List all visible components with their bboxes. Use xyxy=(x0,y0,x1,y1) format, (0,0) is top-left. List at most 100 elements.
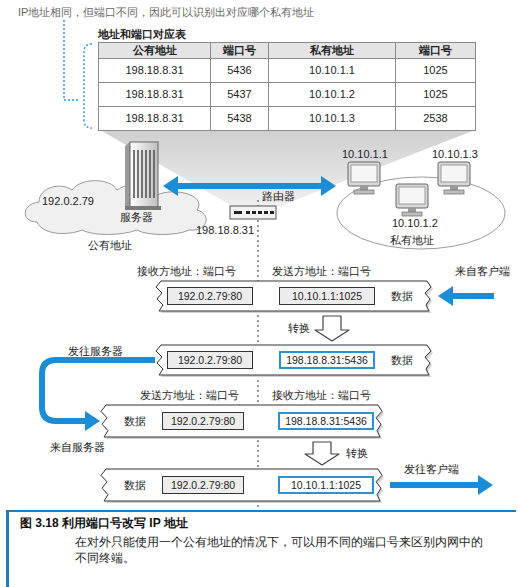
server-vent xyxy=(149,150,151,198)
address-box: 192.0.2.79:80 xyxy=(162,412,244,430)
node-label: 数据 xyxy=(124,415,146,428)
monitor-screen xyxy=(399,187,425,204)
node-label: 数据 xyxy=(124,479,146,492)
server-side xyxy=(125,142,130,210)
computer-icon: 10.10.1.2 xyxy=(390,184,438,230)
router-port xyxy=(246,211,250,214)
address-box-outline xyxy=(279,413,373,429)
node-label: 10.10.1.3 xyxy=(432,148,478,161)
conversion-arrow xyxy=(305,442,339,465)
table-header: 端口号 xyxy=(395,42,476,59)
server-vent xyxy=(145,150,147,198)
table-cell: 10.10.1.3 xyxy=(268,106,396,131)
connector-line xyxy=(42,360,155,421)
address-table: 地址和端口对应表公有地址端口号私有地址端口号198.18.8.31543610.… xyxy=(98,28,475,130)
address-box: 198.18.8.31:5436 xyxy=(279,351,375,369)
node-label: 数据 xyxy=(391,290,413,303)
field-header: 发送方地址：端口号 xyxy=(272,265,371,278)
router-port xyxy=(264,211,268,214)
direction-label: 来自服务器 xyxy=(50,441,105,454)
router-port xyxy=(258,211,262,214)
node-label: 服务器 xyxy=(120,211,153,224)
packet-outline xyxy=(101,469,382,501)
table-cell: 10.10.1.1 xyxy=(268,58,396,83)
caption-body: 在对外只能使用一个公有地址的情况下，可以用不同的端口号来区别内网中的不同终端。 xyxy=(75,534,490,566)
table-cell: 2538 xyxy=(395,106,476,131)
edge-label: 转换 xyxy=(288,322,310,335)
node-label: 10.10.1.1 xyxy=(342,148,388,161)
node-label: 路由器 xyxy=(262,190,295,203)
field-header: 发送方地址：端口号 xyxy=(140,389,239,402)
direction-label: 发往客户端 xyxy=(404,463,459,476)
address-box-outline xyxy=(280,288,375,305)
monitor-frame xyxy=(348,162,380,186)
callout-leader xyxy=(64,20,80,100)
address-box: 10.10.1.1:1025 xyxy=(279,287,375,305)
monitor-neck xyxy=(360,186,368,190)
router-port xyxy=(252,211,256,214)
public-network-cloud: 192.0.2.79公有地址服务器 xyxy=(15,140,215,252)
table-cell: 10.10.1.2 xyxy=(268,82,396,107)
router-port xyxy=(270,211,274,214)
computer-icon: 10.10.1.3 xyxy=(432,148,480,196)
cloud-outline xyxy=(25,181,206,235)
node-label: 地址和端口对应表 xyxy=(98,28,186,41)
router-port xyxy=(234,211,242,214)
computer-icon: 10.10.1.1 xyxy=(342,148,390,196)
edge-label: 转换 xyxy=(346,447,368,460)
monitor-base xyxy=(402,212,422,216)
node-label: 数据 xyxy=(391,354,413,367)
direction-label: 发往服务器 xyxy=(68,345,123,358)
table-cell: 198.18.8.31 xyxy=(98,106,211,131)
packet-band: 数据 192.0.2.79:80 198.18.8.31:5436 xyxy=(155,345,433,375)
arrow-head xyxy=(321,176,336,196)
table-cell: 198.18.8.31 xyxy=(98,58,211,83)
server-vent xyxy=(137,150,139,198)
callout-note: IP地址相同，但端口不同，因此可以识别出对应哪个私有地址 xyxy=(18,6,314,19)
incoming-arrow-head xyxy=(438,286,453,306)
address-box: 192.0.2.79:80 xyxy=(162,476,244,494)
direction-label: 来自客户端 xyxy=(455,265,510,278)
address-box: 192.0.2.79:80 xyxy=(167,351,253,369)
monitor-frame xyxy=(396,184,428,208)
address-box-outline xyxy=(163,413,244,430)
table-header: 端口号 xyxy=(210,42,269,59)
table-header: 私有地址 xyxy=(268,42,396,59)
connector-line xyxy=(176,183,323,189)
node-label: 192.0.2.79:80 xyxy=(167,351,253,369)
caption-bar xyxy=(6,511,9,587)
table-cell: 5438 xyxy=(210,106,269,131)
node-label: 192.0.2.79:80 xyxy=(162,412,244,430)
field-header: 接收方地址：端口号 xyxy=(137,265,236,278)
node-label: 私有地址 xyxy=(390,234,434,247)
address-box-outline xyxy=(163,477,244,494)
table-header: 公有地址 xyxy=(98,42,211,59)
network-outline xyxy=(337,177,505,249)
monitor-screen xyxy=(351,165,377,182)
node-label: 198.18.8.31:5436 xyxy=(278,412,374,430)
node-label: 192.0.2.79 xyxy=(42,195,94,208)
packet-outline xyxy=(156,281,431,311)
private-network: 私有地址10.10.1.110.10.1.310.10.1.2 xyxy=(336,176,506,250)
server-vent xyxy=(153,150,155,198)
server-vent xyxy=(133,150,135,198)
packet-band: 数据192.0.2.79:8010.10.1.1:1025 xyxy=(155,281,433,311)
monitor-base xyxy=(444,190,464,194)
node-label: 192.0.2.79:80 xyxy=(162,476,244,494)
table-cell: 5436 xyxy=(210,58,269,83)
figure-caption: 图 3.18 利用端口号改写 IP 地址 xyxy=(20,516,188,531)
connector xyxy=(42,360,155,431)
router-icon: 路由器198.18.8.31 xyxy=(196,190,286,238)
conversion-arrow xyxy=(315,316,349,341)
node-label: 198.18.8.31 xyxy=(196,224,254,237)
monitor-screen xyxy=(441,165,467,182)
table-cell: 198.18.8.31 xyxy=(98,82,211,107)
packet-band: 数据192.0.2.79:8010.10.1.1:1025 xyxy=(100,469,384,501)
table-cell: 1025 xyxy=(395,58,476,83)
connector xyxy=(305,442,339,465)
arrow-head xyxy=(85,411,100,431)
outgoing-arrow xyxy=(390,482,478,488)
caption-rule xyxy=(6,510,516,512)
monitor-neck xyxy=(408,208,416,212)
address-box: 198.18.8.31:5436 xyxy=(278,412,374,430)
